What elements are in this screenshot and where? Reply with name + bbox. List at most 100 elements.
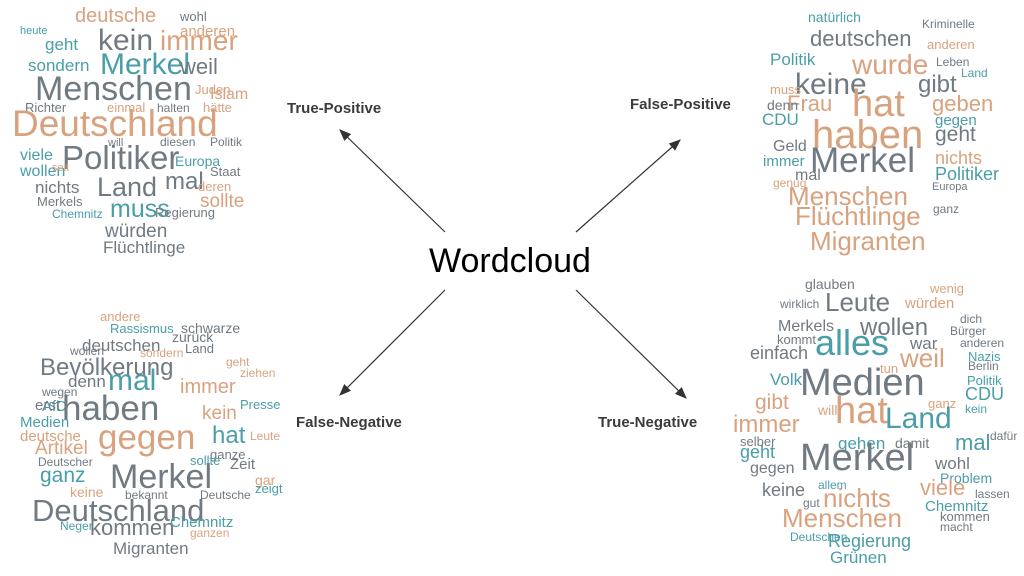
cloud-word: immer xyxy=(160,25,238,56)
cloud-word: Leute xyxy=(250,429,280,443)
center-title: Wordcloud xyxy=(429,242,591,280)
cloud-word: Chemnitz xyxy=(52,207,103,221)
cloud-word: kein xyxy=(202,403,237,424)
cloud-word: hat xyxy=(852,83,905,125)
cloud-word: Menschen xyxy=(35,70,192,108)
cloud-word: genug xyxy=(773,176,806,190)
cloud-word: will xyxy=(107,137,123,149)
cloud-word: kommen xyxy=(90,515,174,540)
cloud-word: kommen xyxy=(940,509,990,524)
cloud-word: deutschen xyxy=(82,336,160,355)
cloud-word: Volk xyxy=(770,370,803,389)
cloud-word: anderen xyxy=(927,37,975,52)
cloud-word: viele xyxy=(920,475,965,500)
cloud-word: Juden xyxy=(195,82,230,97)
cloud-word: haben xyxy=(812,113,923,157)
cloud-word: Land xyxy=(97,172,157,202)
cloud-word: kein xyxy=(98,24,153,57)
cloud-word: Migranten xyxy=(810,226,926,256)
cloud-word: Zeit xyxy=(230,456,256,473)
cloud-word: seit xyxy=(52,162,69,174)
cloud-word: muss xyxy=(770,82,802,97)
cloud-word: Land xyxy=(885,402,952,435)
cloud-word: Staat xyxy=(210,164,241,179)
cloud-word: gegen xyxy=(750,460,795,477)
cloud-word: wurde xyxy=(851,49,928,80)
cloud-word: wollen xyxy=(69,344,104,358)
cloud-word: gut xyxy=(803,496,820,510)
cloud-word: wollen xyxy=(19,163,65,180)
cloud-word: glauben xyxy=(805,276,855,292)
cloud-word: Merkel xyxy=(810,141,915,180)
cloud-word: Medien xyxy=(20,414,69,431)
cloud-word: ganze xyxy=(210,447,245,462)
cloud-word: ganz xyxy=(928,396,956,411)
cloud-word: hat xyxy=(835,390,888,432)
arrow-true-negative xyxy=(575,289,687,399)
cloud-word: immer xyxy=(763,153,805,170)
cloud-word: anderen xyxy=(960,336,1004,350)
cloud-word: einfach xyxy=(750,343,808,363)
label-true-positive: True-Positive xyxy=(287,100,381,117)
cloud-word: Migranten xyxy=(113,539,189,558)
cloud-word: keine xyxy=(795,68,867,101)
cloud-word: Deutschland xyxy=(32,493,204,528)
cloud-word: macht xyxy=(940,520,973,534)
cloud-word: Flüchtlinge xyxy=(103,238,185,257)
cloud-word: Chemnitz xyxy=(170,514,233,531)
cloud-word: geht xyxy=(935,123,976,146)
cloud-word: Land xyxy=(961,66,988,80)
cloud-word: nichts xyxy=(935,148,982,168)
cloud-word: Land xyxy=(185,341,214,356)
cloud-word: anderen xyxy=(180,23,235,40)
cloud-word: muss xyxy=(110,195,170,223)
cloud-word: würden xyxy=(104,221,167,242)
cloud-word: lassen xyxy=(975,487,1010,501)
cloud-word: Richter xyxy=(25,100,67,115)
cloud-word: Bürger xyxy=(950,324,986,338)
cloud-word: Problem xyxy=(940,470,992,486)
cloud-word: weil xyxy=(899,343,945,373)
cloud-word: halten xyxy=(157,101,190,115)
cloud-word: Politik xyxy=(770,50,816,69)
cloud-word: würden xyxy=(904,295,954,312)
cloud-word: Leben xyxy=(936,55,969,69)
cloud-word: Politiker xyxy=(62,139,179,176)
cloud-word: gibt xyxy=(918,71,957,98)
cloud-word: sondern xyxy=(28,56,89,75)
cloud-word: deutschen xyxy=(810,26,912,51)
cloud-word: Politiker xyxy=(935,164,999,184)
cloud-word: natürlich xyxy=(808,9,861,25)
cloud-word: geben xyxy=(932,91,993,116)
cloud-word: Grünen xyxy=(830,548,887,567)
cloud-word: CDU xyxy=(762,110,799,129)
label-true-negative: True-Negative xyxy=(598,414,697,431)
cloud-word: zurück xyxy=(172,329,214,345)
cloud-word: viele xyxy=(20,147,53,164)
cloud-word: nichts xyxy=(35,178,79,197)
cloud-word: denn xyxy=(767,97,798,113)
label-false-positive: False-Positive xyxy=(630,96,731,113)
cloud-word: damit xyxy=(895,435,929,451)
cloud-word: sollte xyxy=(200,191,244,212)
cloud-word: deren xyxy=(198,179,231,194)
cloud-word: Islam xyxy=(210,86,248,103)
cloud-word: selber xyxy=(740,434,776,449)
cloud-word: CDU xyxy=(965,384,1004,404)
cloud-word: immer xyxy=(180,376,236,398)
cloud-word: weil xyxy=(179,54,218,79)
cloud-word: Merkels xyxy=(778,318,834,335)
cloud-word: gehen xyxy=(838,434,885,453)
cloud-word: Medien xyxy=(800,362,925,404)
cloud-word: allem xyxy=(818,478,847,492)
cloud-word: schwarze xyxy=(181,320,240,336)
cloud-word: geht xyxy=(45,35,78,54)
cloud-word: gegen xyxy=(98,418,195,457)
cloud-word: Neger xyxy=(60,519,93,533)
cloud-word: mal xyxy=(955,430,990,455)
cloud-word: gegen xyxy=(935,112,977,129)
